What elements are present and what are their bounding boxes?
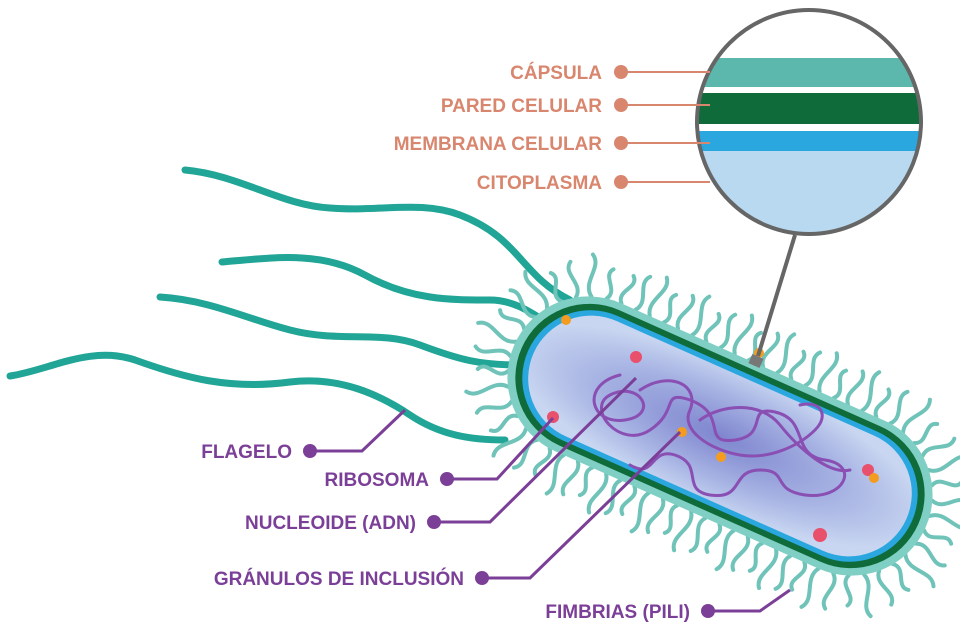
pilus: [500, 310, 524, 328]
granule: [869, 473, 879, 483]
pilus: [706, 314, 720, 341]
ribosome: [630, 351, 642, 363]
pilus: [930, 515, 960, 528]
label-granulos: GRÁNULOS DE INCLUSIÓN: [214, 568, 464, 590]
pilus: [929, 457, 960, 471]
label-pared-celular: PARED CELULAR: [441, 96, 602, 117]
granule: [716, 452, 726, 462]
callout-dot: [440, 472, 454, 486]
pilus: [916, 544, 945, 566]
pilus: [759, 550, 777, 588]
pilus: [834, 371, 846, 398]
callout-dot: [614, 98, 628, 112]
layer-callouts: CÁPSULA PARED CELULAR MEMBRANA CELULAR C…: [394, 62, 710, 194]
label-citoplasma: CITOPLASMA: [477, 173, 603, 194]
callout-dot: [701, 604, 715, 618]
pilus: [893, 564, 908, 590]
callout-dot: [475, 571, 489, 585]
pilus: [876, 390, 890, 417]
pilus: [845, 576, 850, 606]
pilus: [621, 487, 635, 514]
pilus: [847, 371, 863, 404]
pilus: [665, 506, 677, 533]
pilus: [733, 537, 749, 570]
callout-dot: [614, 65, 628, 79]
pilus: [776, 556, 791, 589]
flagellum: [10, 355, 505, 440]
pilus: [890, 392, 907, 424]
label-capsula: CÁPSULA: [510, 62, 602, 84]
zoom-membrane-layer: [690, 131, 930, 151]
zoom-capsule-layer: [690, 58, 930, 87]
label-flagelo: FLAGELO: [201, 442, 292, 463]
pilus: [569, 262, 578, 298]
pilus: [824, 574, 835, 609]
pilus: [806, 353, 821, 386]
pilus: [491, 416, 517, 431]
pilus: [721, 315, 736, 348]
pilus: [706, 524, 720, 551]
pilus: [580, 468, 592, 495]
callout-dot: [614, 136, 628, 150]
zoom-circle: [690, 5, 930, 251]
pilus: [636, 277, 651, 310]
pilus: [691, 518, 706, 551]
pilus: [914, 424, 937, 443]
pilus: [932, 482, 960, 486]
callout-dot: [614, 175, 628, 189]
label-fimbrias: FIMBRIAS (PILI): [545, 602, 690, 623]
callout-dot: [427, 515, 441, 529]
pilus: [621, 276, 635, 303]
label-membrana-celular: MEMBRANA CELULAR: [394, 134, 603, 155]
pilus: [476, 347, 511, 357]
pilus: [607, 269, 614, 298]
pilus: [864, 575, 871, 617]
pilus: [649, 278, 667, 316]
pilus: [563, 461, 579, 494]
pilus: [791, 352, 805, 379]
pilus: [750, 543, 762, 570]
pilus: [906, 555, 934, 586]
pilus: [589, 255, 596, 297]
pilus: [734, 316, 752, 354]
pilus: [932, 500, 960, 504]
pilus: [466, 385, 508, 394]
pilus: [923, 439, 955, 456]
pilus: [514, 440, 537, 468]
pilus: [664, 295, 676, 322]
label-ribosoma: RIBOSOMA: [325, 470, 430, 491]
label-nucleoide: NUCLEOIDE (ADN): [245, 513, 416, 534]
pilus: [878, 571, 892, 605]
pilus: [478, 323, 516, 342]
pilus: [819, 353, 837, 391]
pilus: [903, 400, 930, 432]
ribosome: [813, 528, 827, 542]
pilus: [802, 569, 819, 607]
pilus: [674, 512, 692, 550]
pilus: [648, 499, 664, 532]
flagella: [10, 170, 570, 440]
pilus: [678, 296, 694, 329]
granule: [561, 315, 571, 325]
pilus: [924, 530, 951, 543]
pilus: [477, 402, 511, 413]
pilus: [791, 562, 805, 589]
flagellum: [160, 297, 520, 365]
zoom-cytoplasm-layer: [690, 151, 930, 251]
callout-dot: [303, 444, 317, 458]
zoom-wall-layer: [690, 93, 930, 124]
